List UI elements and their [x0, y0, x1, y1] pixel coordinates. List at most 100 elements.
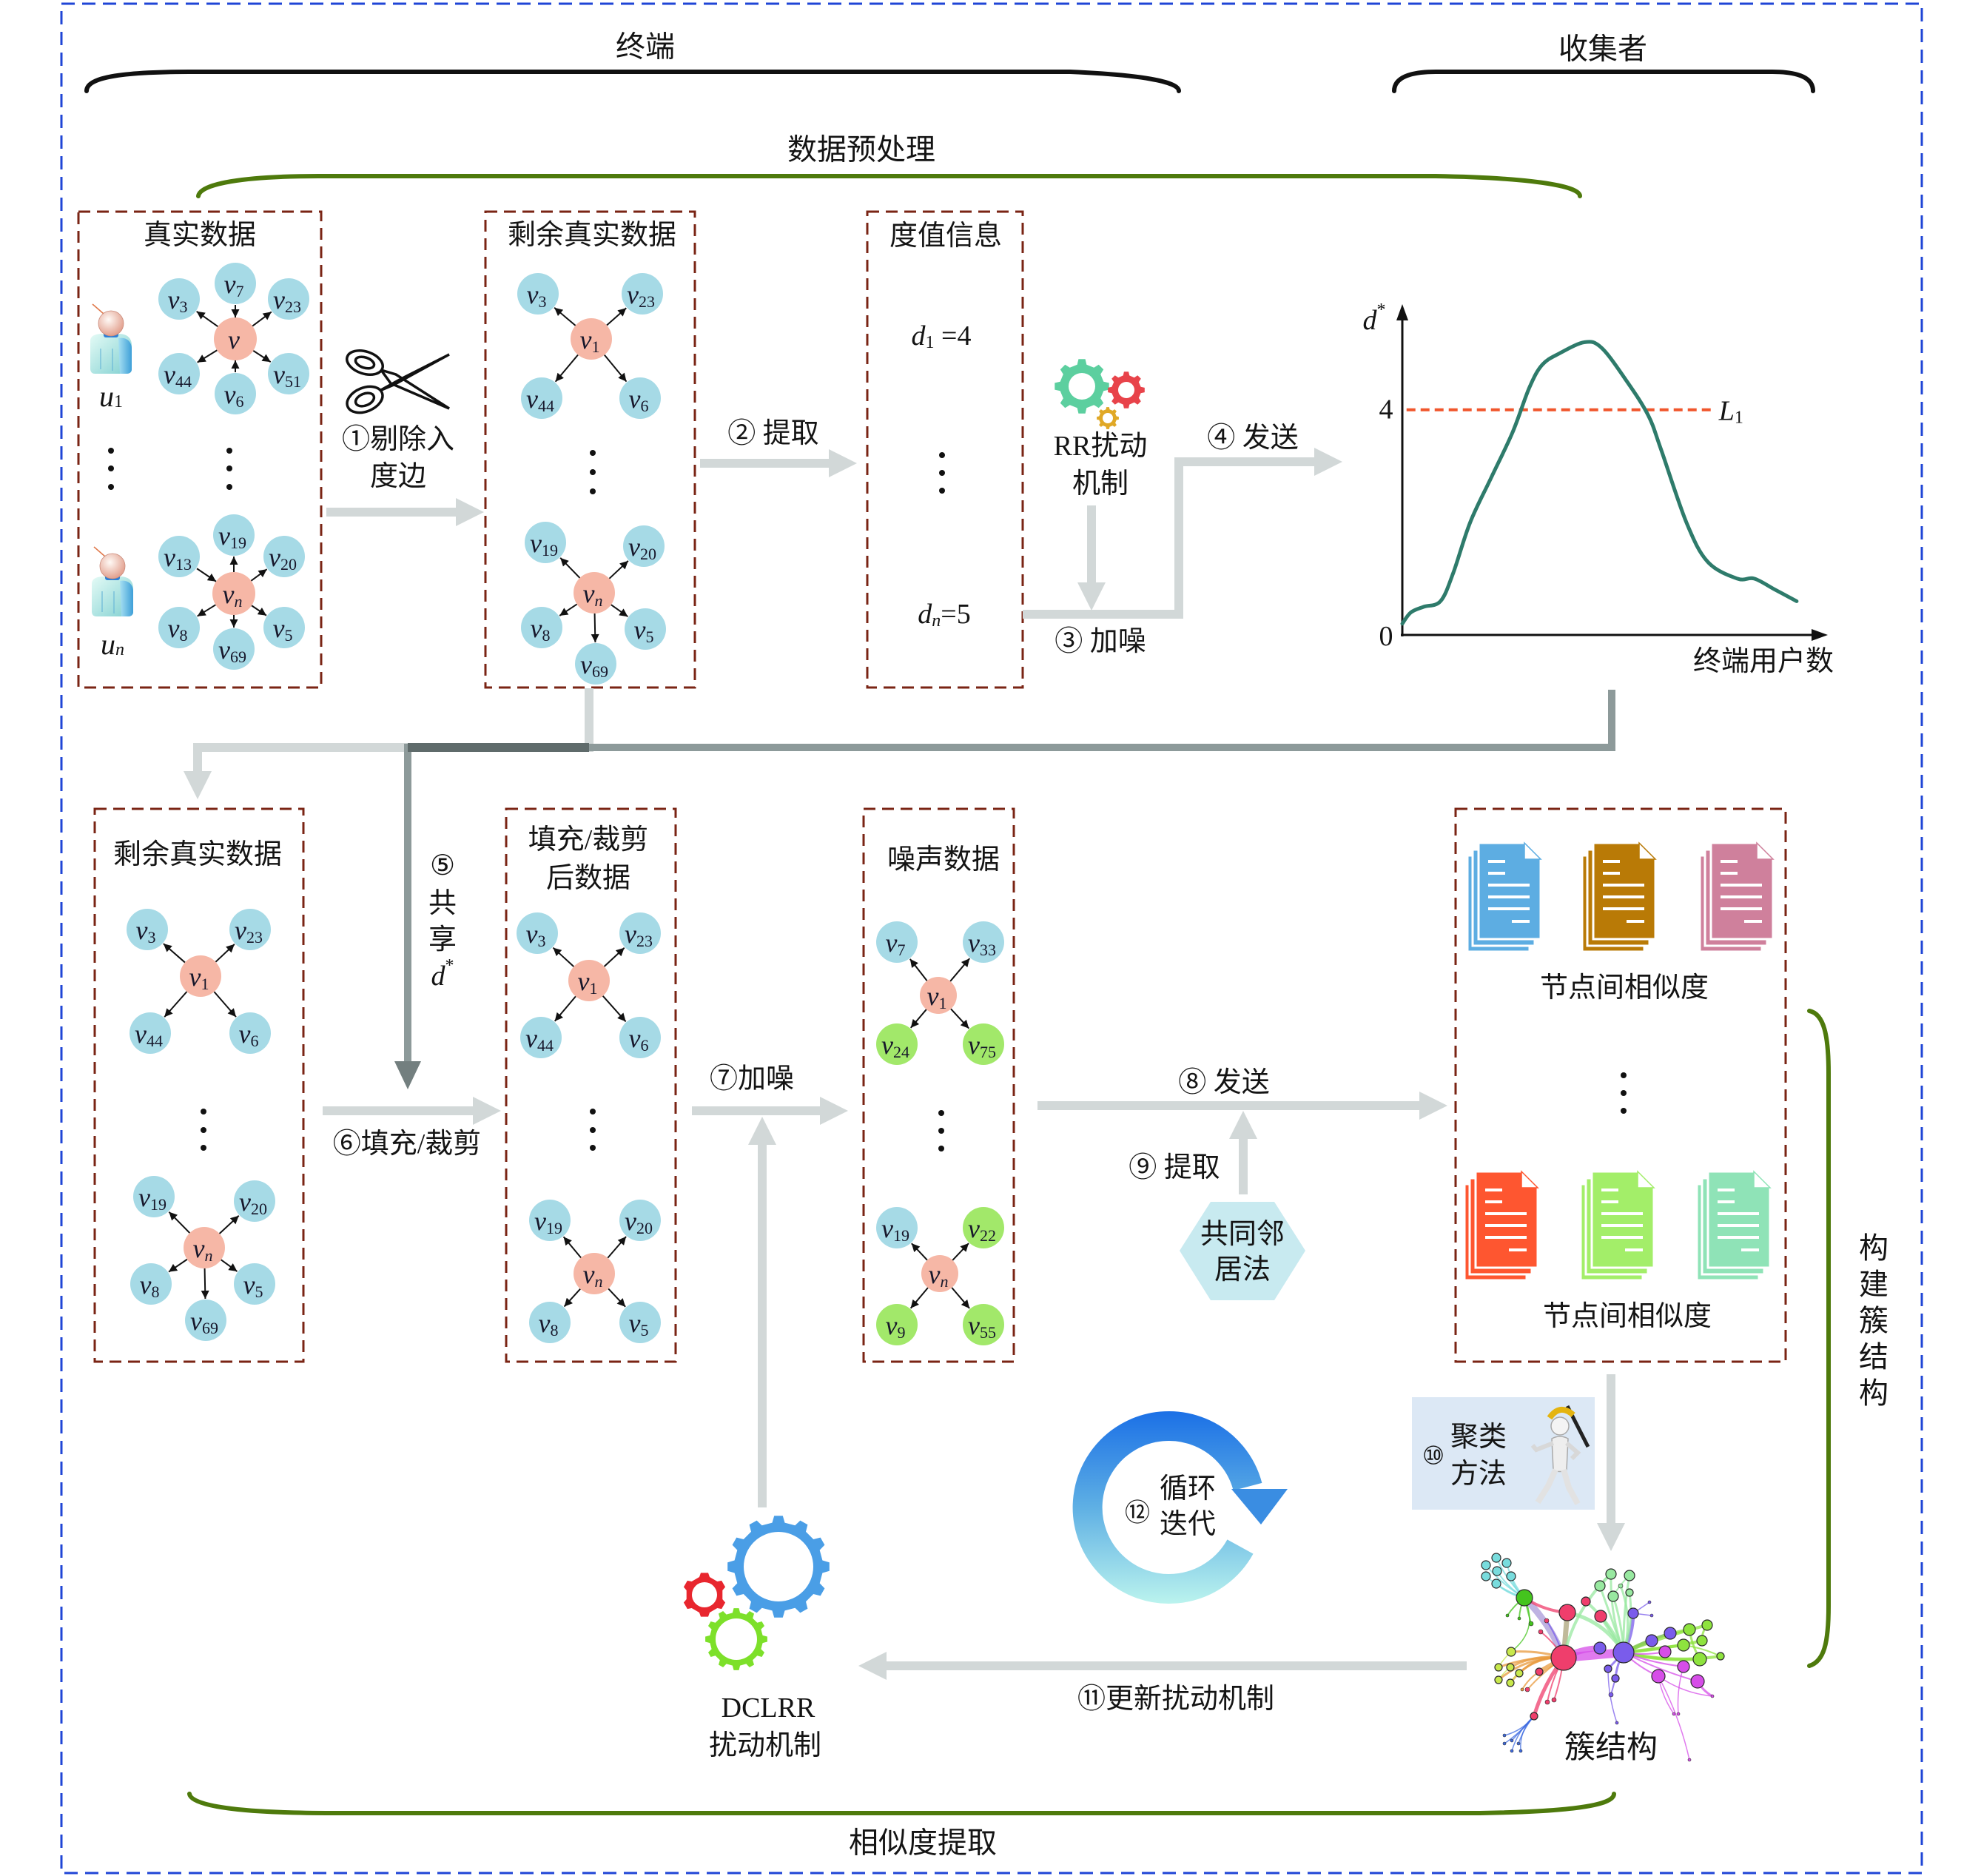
- cluster-node: [1625, 1588, 1634, 1597]
- node-label-sub: 8: [550, 1321, 558, 1339]
- collector-label: 收集者: [1558, 33, 1647, 66]
- build-cluster-label: 构建簇结构: [1854, 1232, 1888, 1413]
- user-label-sub: n: [115, 640, 124, 659]
- document-stack-icon: [1466, 841, 1542, 953]
- edge-arrow-out: [911, 1243, 928, 1261]
- node-label: v8: [168, 613, 188, 645]
- node-circle: [876, 1304, 918, 1345]
- cluster-node: [1676, 1712, 1681, 1716]
- node-label-base: v: [530, 528, 542, 558]
- cluster-node: [1506, 1678, 1515, 1687]
- node-circle: [268, 278, 309, 320]
- node-circle: [876, 1207, 918, 1248]
- cycle-arrow-icon: [1072, 1411, 1288, 1604]
- step4-label: ④ 发送: [1207, 423, 1299, 454]
- label-sub: 1: [1735, 409, 1743, 428]
- noise-node: v55: [963, 1304, 1004, 1345]
- noise-node: v9: [876, 1304, 918, 1345]
- user-label-base: u: [101, 628, 115, 661]
- neighbor-node: v69: [575, 643, 616, 685]
- neighbor-node: v23: [229, 909, 271, 950]
- edge-arrow-out: [554, 306, 576, 326]
- node-label: v55: [968, 1311, 996, 1342]
- box-title-real-data: 真实数据: [144, 220, 256, 251]
- node-circle: [214, 317, 257, 360]
- edge-arrow-out: [607, 1236, 627, 1259]
- neighbor-node: v8: [130, 1263, 172, 1305]
- node-circle: [619, 1200, 661, 1241]
- preprocess-phase-label: 数据预处理: [787, 133, 935, 167]
- node-label-base: v: [273, 360, 285, 389]
- arrow-extract-degree: [700, 449, 857, 477]
- node-label: v1: [189, 962, 209, 993]
- step5-char1: 共: [428, 888, 457, 919]
- cluster-edge: [1677, 1666, 1684, 1715]
- cluster-node: [1647, 1600, 1652, 1604]
- arrow-extract-similarity: [1229, 1111, 1257, 1194]
- step2-label: ② 提取: [727, 418, 819, 449]
- cluster-node: [1604, 1664, 1612, 1673]
- node-circle: [130, 1012, 171, 1054]
- node-label: v20: [625, 1206, 653, 1237]
- rr-gears-icon: [1055, 359, 1145, 429]
- box-noise-data: [862, 807, 1015, 1363]
- node-label-sub: 1: [938, 994, 946, 1012]
- neighbor-node: v20: [623, 525, 665, 567]
- neighbor-node: v44: [520, 1017, 562, 1058]
- cluster-node: [1677, 1660, 1690, 1673]
- cluster-node: [1618, 1583, 1624, 1589]
- neighbor-node: v6: [215, 373, 256, 414]
- arrow-share-threshold: [394, 690, 1615, 1089]
- node-label: vn: [583, 579, 603, 610]
- node-label: v8: [531, 613, 551, 645]
- node-label-base: v: [534, 1206, 546, 1236]
- node-label-sub: n: [594, 591, 602, 610]
- node-label-sub: 6: [640, 1036, 648, 1055]
- edge-arrow-out: [554, 995, 576, 1022]
- neighbor-node: v6: [619, 1017, 661, 1058]
- cluster-node: [1690, 1674, 1705, 1689]
- box-degree-info: [866, 210, 1024, 689]
- node-label: v44: [135, 1019, 163, 1050]
- neighbor-node: v3: [517, 912, 558, 954]
- box-filled-cropped: [505, 807, 677, 1363]
- arrow-send-degree: [1023, 448, 1342, 619]
- dclrr-line1: DCLRR: [722, 1692, 815, 1724]
- neighbor-node: v69: [185, 1300, 226, 1341]
- cluster-node: [1594, 1610, 1607, 1623]
- degree-entry-n: dn=5: [918, 599, 970, 631]
- edge-arrow-out: [559, 603, 578, 616]
- arrow-dclrr-up: [748, 1117, 776, 1507]
- node-label-sub: 23: [285, 297, 301, 316]
- node-label-sub: 69: [592, 662, 608, 681]
- node-label: v19: [218, 521, 246, 552]
- node-label-sub: 3: [179, 297, 187, 316]
- node-label: vn: [223, 579, 243, 611]
- edge-arrow-out: [603, 947, 625, 967]
- node-label-sub: 1: [201, 975, 209, 993]
- node-label-base: v: [886, 928, 898, 958]
- user-icon: [91, 546, 134, 617]
- node-circle: [234, 1263, 275, 1305]
- edge-arrow-out: [196, 310, 218, 328]
- edge-arrow-out: [602, 995, 627, 1023]
- edge-arrow-out: [218, 1214, 240, 1234]
- cluster-node: [1683, 1623, 1696, 1636]
- similarity-documents: [1463, 841, 1775, 1282]
- node-label: v3: [526, 919, 546, 950]
- cluster-node: [1551, 1697, 1557, 1703]
- edge-arrow-out: [604, 354, 628, 383]
- node-label-base: v: [629, 384, 641, 414]
- preprocess-bracket: [196, 174, 1582, 198]
- node-label-base: v: [526, 919, 538, 949]
- node-label: v5: [273, 613, 293, 645]
- node-label-sub: 8: [179, 626, 187, 645]
- edge-arrow-out: [909, 958, 928, 981]
- node-label: v5: [629, 1308, 649, 1339]
- node-label-base: v: [539, 1308, 551, 1338]
- cluster-node: [1710, 1694, 1715, 1698]
- node-circle: [212, 572, 255, 615]
